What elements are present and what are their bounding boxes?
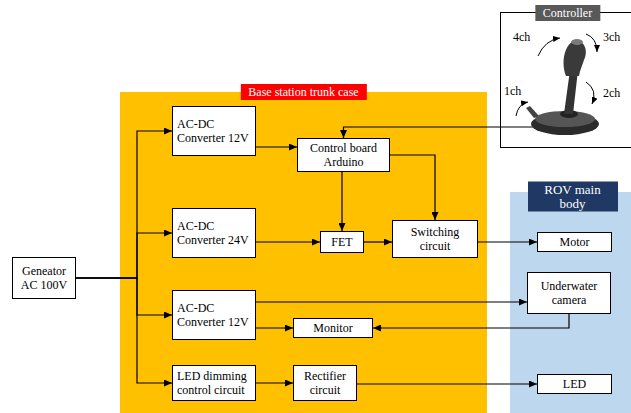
converter-box: AC-DC Converter 12V [172,290,256,340]
rotation-arrow [516,102,528,116]
connector-arrow [256,301,527,302]
base-station-region: AC-DC Converter 12V Control board Arduino… [120,92,487,413]
box-label: Underwater camera [532,279,606,307]
group-header: Base station trunk case [240,84,366,100]
rov-region: MotorUnderwater cameraLEDROV main body [510,192,631,413]
connector-arrow [373,314,569,328]
channel-label: 4ch [513,30,530,44]
box-label: LED [563,377,586,391]
connector-arrow [357,383,537,384]
box-label: Control board Arduino [302,141,385,169]
rotation-arrow [538,38,560,56]
channel-label: 2ch [603,86,620,100]
led-box: LED [537,374,612,394]
joystick-stick [564,70,578,114]
joystick-grip [564,40,586,76]
connector-arrow [344,127,501,138]
controller-cable [500,126,533,127]
box-label: Motor [560,235,590,249]
rotation-arrow [586,82,594,104]
connector-arrow [256,327,293,328]
connector-arrow [76,278,172,315]
connector-arrow [478,241,537,242]
switching-box: Switching circuit [392,220,478,258]
group-header: Controller [535,5,600,21]
box-label: Geneator AC 100V [17,264,71,292]
fet-box: FET [320,231,364,253]
connector-arrow [76,131,172,278]
box-label: AC-DC Converter 12V [177,117,251,145]
joystick-button [571,39,583,45]
converter-box: AC-DC Converter 12V [172,106,256,156]
connector-arrow [256,146,297,147]
rectifier-box: Rectifier circuit [293,365,357,401]
box-label: Rectifier circuit [298,369,352,397]
camera-box: Underwater camera [527,272,611,314]
connector-arrow [76,278,172,383]
dimming-box: LED dimming control circuit [172,365,256,401]
channel-label: 1ch [504,84,521,98]
connector-arrow [390,155,435,220]
box-label: Monitor [313,321,352,335]
box-label: Switching circuit [397,225,473,253]
connector-arrow [256,241,320,242]
box-label: AC-DC Converter 12V [177,301,251,329]
channel-label: 3ch [603,30,620,44]
box-label: FET [331,235,352,249]
throttle-lever [526,106,539,118]
source-box: Geneator AC 100V [12,257,76,299]
connector-arrow [364,241,392,242]
connector-arrow [76,233,172,278]
connector-arrow [256,382,293,383]
box-label: AC-DC Converter 24V [177,219,251,247]
controller-board-box: Control board Arduino [297,138,390,172]
converter-box: AC-DC Converter 24V [172,208,256,258]
connector-arrow [341,172,342,231]
group-header: ROV main body [528,182,618,212]
monitor-box: Monitor [293,318,373,338]
rotation-arrow [586,34,597,52]
box-label: LED dimming control circuit [177,369,251,397]
motor-box: Motor [537,232,612,252]
